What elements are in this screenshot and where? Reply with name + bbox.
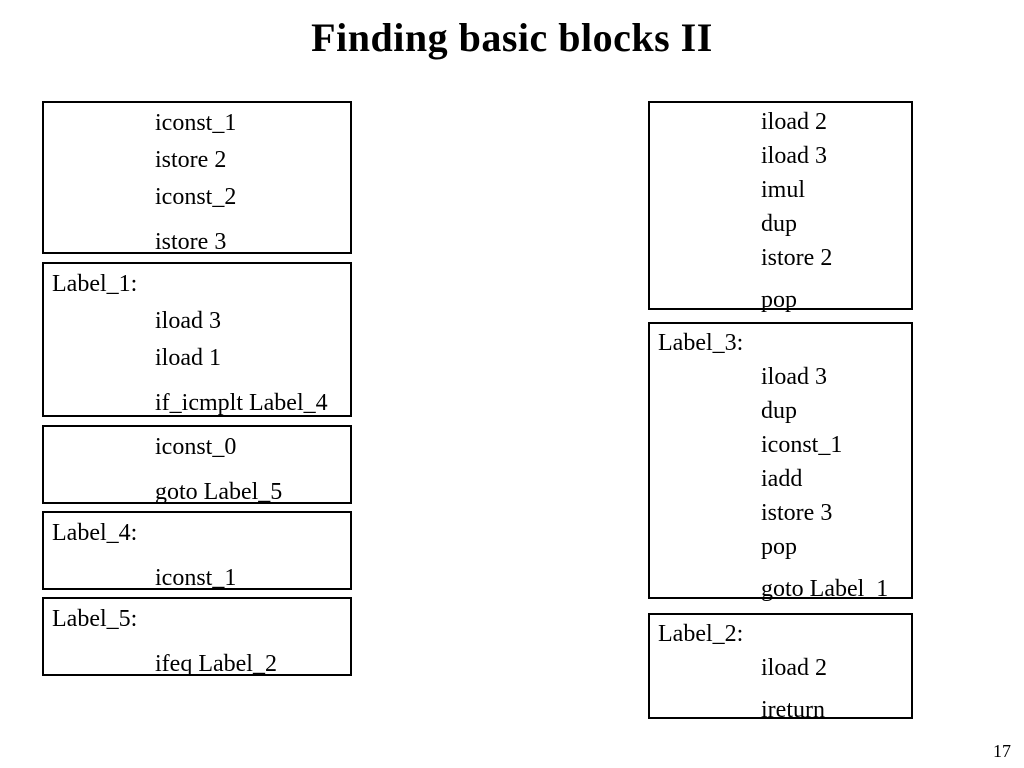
code-line: iconst_2 — [155, 184, 237, 210]
code-line: dup — [761, 211, 797, 237]
code-line: dup — [761, 398, 797, 424]
code-line: istore 2 — [761, 245, 833, 271]
basic-block-label-4: Label_4: iconst_1 — [42, 511, 352, 591]
code-line: iload 3 — [761, 364, 827, 390]
code-line: iload 2 — [761, 655, 827, 681]
basic-block-multiply: iload 2 iload 3 imul dup istore 2 pop — [648, 101, 913, 313]
basic-block-label-2: Label_2: iload 2 ireturn — [648, 613, 913, 723]
code-line: iconst_1 — [761, 432, 843, 458]
code-line: iadd — [761, 466, 803, 492]
code-line: iconst_1 — [155, 110, 237, 136]
code-line: ifeq Label_2 — [155, 651, 277, 677]
code-line: istore 3 — [761, 500, 833, 526]
block-label: Label_2: — [658, 621, 744, 647]
basic-block-label-3: Label_3: iload 3 dup iconst_1 iadd istor… — [648, 322, 913, 602]
code-line: goto Label_5 — [155, 479, 283, 505]
basic-block-entry: iconst_1 istore 2 iconst_2 istore 3 — [42, 101, 352, 255]
code-line: iload 2 — [761, 109, 827, 135]
code-line: if_icmplt Label_4 — [155, 390, 328, 416]
code-line: iload 3 — [761, 143, 827, 169]
code-line: iconst_1 — [155, 565, 237, 591]
code-line: pop — [761, 287, 797, 313]
code-line: ireturn — [761, 697, 825, 723]
code-line: iconst_0 — [155, 434, 237, 460]
block-label: Label_3: — [658, 330, 744, 356]
code-line: imul — [761, 177, 806, 203]
basic-block-label-5: Label_5: ifeq Label_2 — [42, 597, 352, 677]
block-label: Label_1: — [52, 271, 138, 297]
code-line: istore 2 — [155, 147, 227, 173]
basic-block-label-1: Label_1: iload 3 iload 1 if_icmplt Label… — [42, 262, 352, 417]
page-number: 17 — [993, 741, 1011, 761]
slide-title: Finding basic blocks II — [311, 15, 713, 60]
block-label: Label_4: — [52, 520, 138, 546]
code-line: istore 3 — [155, 229, 227, 255]
code-line: iload 3 — [155, 308, 221, 334]
code-line: iload 1 — [155, 345, 221, 371]
code-line: pop — [761, 534, 797, 560]
code-line: goto Label_1 — [761, 576, 889, 602]
basic-block-fallthrough: iconst_0 goto Label_5 — [42, 425, 352, 505]
block-label: Label_5: — [52, 606, 138, 632]
